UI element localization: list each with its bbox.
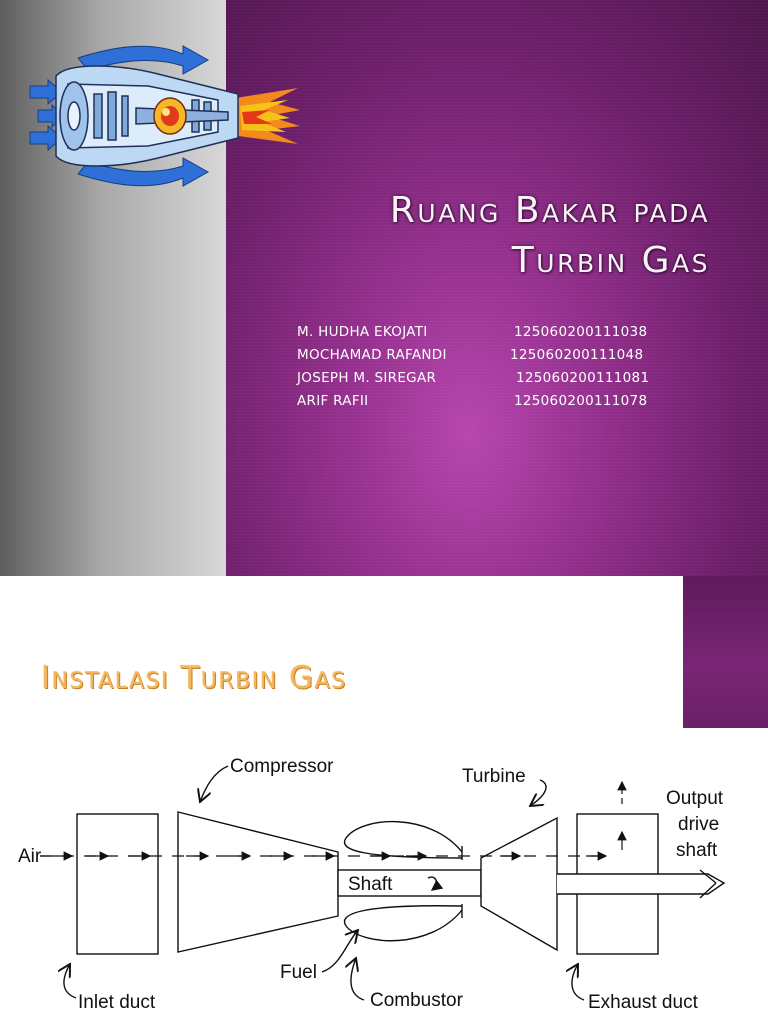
author-name: MOCHAMAD RAFANDI [297, 347, 447, 363]
author-student-id: 125060200111038 [514, 324, 648, 340]
shaft-bar [337, 869, 482, 897]
author-row: JOSEPH M. SIREGAR 125060200111081 [297, 370, 697, 393]
turbine-shape [480, 816, 558, 952]
label-output-line-3: shaft [676, 840, 718, 861]
presentation-title: Ruang Bakar pada Turbin Gas [240, 186, 710, 286]
author-row: MOCHAMAD RAFANDI 125060200111048 [297, 347, 697, 370]
label-output-line-1: Output [666, 788, 724, 809]
author-row: M. HUDHA EKOJATI 125060200111038 [297, 324, 697, 347]
slide-title: Instalasi Turbin Gas [41, 660, 347, 696]
combustor-upper-loop [343, 820, 463, 859]
shaft-rotation-arrow [427, 876, 444, 891]
airflow-path [40, 780, 627, 861]
label-exhaust-duct: Exhaust duct [588, 992, 699, 1013]
fuel-leader [321, 930, 358, 973]
author-name: M. HUDHA EKOJATI [297, 324, 428, 340]
gas-turbine-diagram: Air Compressor Turbine Output drive shaf… [18, 756, 726, 1013]
purple-background [226, 0, 768, 576]
purple-corner-bar [683, 576, 768, 728]
turbine-leader [530, 779, 547, 806]
combustion-chamber-icon [153, 97, 187, 135]
author-student-id: 125060200111078 [514, 393, 648, 409]
label-combustor: Combustor [370, 990, 464, 1011]
author-name: ARIF RAFII [297, 393, 369, 409]
content-slide: Instalasi Turbin Gas [0, 576, 768, 1024]
compressor-shape [177, 811, 339, 953]
jet-engine-illustration [29, 45, 300, 187]
title-slide: Ruang Bakar pada Turbin Gas M. HUDHA EKO… [0, 0, 768, 576]
author-list: M. HUDHA EKOJATI 125060200111038 MOCHAMA… [297, 324, 697, 416]
label-inlet-duct: Inlet duct [78, 992, 156, 1013]
author-row: ARIF RAFII 125060200111078 [297, 393, 697, 416]
label-shaft: Shaft [348, 874, 393, 895]
inlet-duct-box [76, 813, 159, 955]
label-turbine: Turbine [462, 766, 526, 787]
author-name: JOSEPH M. SIREGAR [297, 370, 437, 386]
label-fuel: Fuel [280, 962, 317, 983]
inlet-duct-leader [64, 964, 77, 999]
exhaust-flame-icon [236, 88, 300, 144]
label-output-line-2: drive [678, 814, 719, 835]
title-line-2: Turbin Gas [511, 240, 710, 281]
output-drive-shaft [557, 873, 726, 895]
label-air: Air [18, 846, 42, 867]
engine-casing-icon [55, 65, 239, 167]
title-line-1: Ruang Bakar pada [389, 190, 710, 231]
label-compressor: Compressor [230, 756, 334, 777]
combustor-lower-loop [343, 905, 463, 942]
compressor-leader [200, 765, 229, 802]
combustor-leader [351, 958, 365, 1001]
author-student-id: 125060200111081 [516, 370, 650, 386]
author-student-id: 125060200111048 [510, 347, 644, 363]
exhaust-duct-leader [572, 964, 585, 1001]
